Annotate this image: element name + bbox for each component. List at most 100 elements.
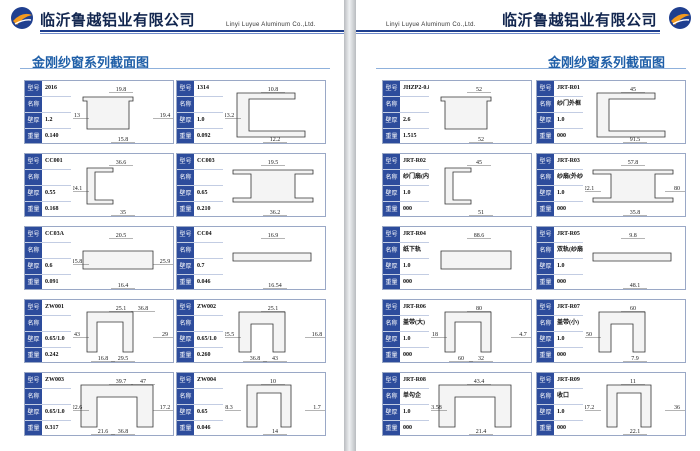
spec-value: 0.260 [197, 352, 211, 358]
spec-value: 1.515 [403, 133, 417, 139]
spec-value: 0.65/1.0 [45, 336, 65, 342]
dimension-label: 10 [270, 379, 276, 385]
profile-card: 型号ZW003名称壁厚0.65/1.0重量0.31739.736.822.617… [24, 372, 174, 436]
spec-value [45, 97, 71, 112]
spec-value: 1.0 [403, 263, 411, 269]
dimension-label: 16.9 [268, 233, 279, 239]
spec-value: 0.168 [45, 206, 59, 212]
spec-row-name: 名称 [25, 170, 71, 186]
dimension-label: 24.1 [73, 186, 82, 192]
spec-value: JRT-R09 [557, 377, 580, 383]
dimension-label: 43 [272, 356, 278, 362]
spec-label: 名称 [537, 389, 554, 404]
spec-label: 重量 [177, 348, 194, 362]
spec-value: 0.65 [197, 190, 208, 196]
dimension-label: 16.8 [98, 356, 109, 362]
spec-label: 型号 [383, 300, 400, 315]
dimension-label: 16.8 [312, 332, 323, 338]
profile-shape [232, 252, 312, 262]
spec-label: 型号 [177, 81, 194, 96]
spec-label: 壁厚 [25, 113, 42, 128]
spec-label: 壁厚 [537, 113, 554, 128]
spec-value: 盖带(大) [403, 320, 425, 326]
spec-value: 0.65/1.0 [197, 336, 217, 342]
profile-shape [86, 311, 134, 353]
dimension-label: 52 [478, 137, 484, 143]
spec-value [45, 170, 71, 185]
spec-value: CC003 [197, 158, 215, 164]
spec-row-name: 名称双轨(纱扇) [537, 243, 583, 259]
dimension-label: 19.4 [160, 113, 171, 119]
spec-row-name: 名称 [177, 243, 223, 259]
dimension-label: 52 [476, 87, 482, 93]
spec-row-name: 名称 [177, 316, 223, 332]
spec-value: 0.140 [45, 133, 59, 139]
spec-label: 名称 [25, 316, 42, 331]
spec-value: 000 [403, 206, 412, 212]
dimension-label: 36 [674, 405, 680, 411]
spec-label: 壁厚 [177, 332, 194, 347]
spec-label: 重量 [383, 348, 400, 362]
spec-value: 000 [557, 206, 566, 212]
dimension-label: 60 [458, 356, 464, 362]
dimension-label: 32 [478, 356, 484, 362]
header-rule-thin [40, 33, 344, 34]
spec-value: CC04 [197, 231, 212, 237]
spec-label: 重量 [25, 202, 42, 216]
dimension-label: 16.4 [118, 283, 129, 289]
spec-value [403, 97, 429, 112]
spec-label: 型号 [177, 373, 194, 388]
spec-label: 型号 [537, 154, 554, 169]
spec-row-name: 名称 [177, 97, 223, 113]
spec-value: JRT-R01 [557, 85, 580, 91]
spec-label: 型号 [383, 154, 400, 169]
dimension-label: 57.8 [628, 160, 639, 166]
spec-value: 2.6 [403, 117, 411, 123]
dimension-label: 25.1 [268, 306, 279, 312]
spec-value: JRT-R02 [403, 158, 426, 164]
spec-value: CC03A [45, 231, 64, 237]
dimension-label: 48.1 [630, 283, 641, 289]
spec-value: 000 [557, 133, 566, 139]
spec-label: 型号 [177, 300, 194, 315]
spec-value: ZW003 [45, 377, 65, 383]
dimension-label: 13.2 [225, 113, 234, 119]
spec-value: ZW004 [197, 377, 217, 383]
spec-label: 型号 [177, 227, 194, 242]
profile-drawing: 57.835.822.180 [585, 160, 685, 216]
dimension-label: 45 [476, 160, 482, 166]
